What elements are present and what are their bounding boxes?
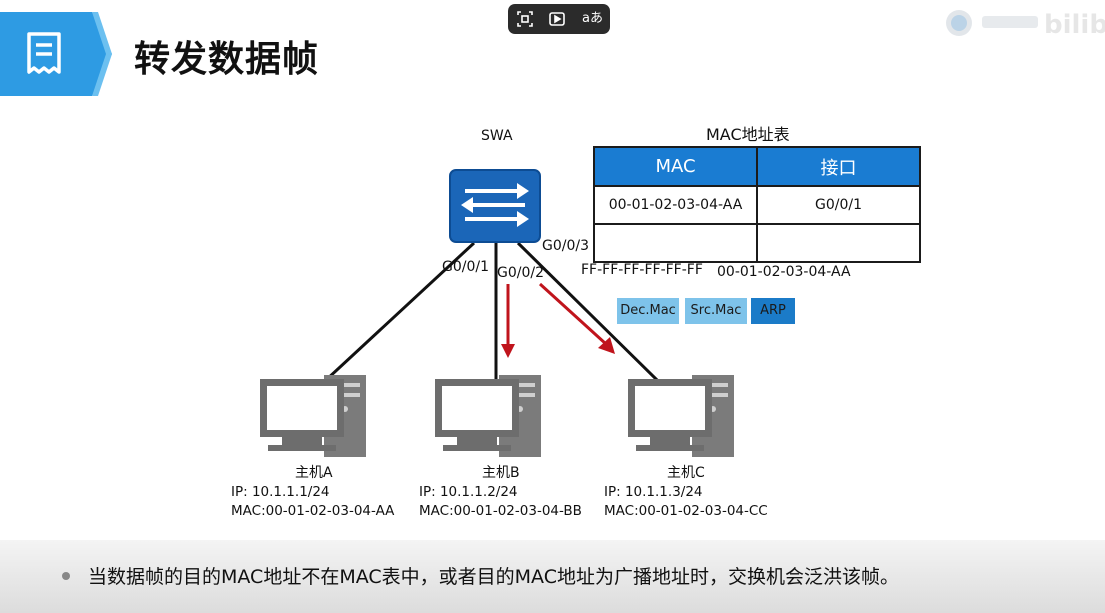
frame-field-src-mac: Src.Mac: [685, 298, 747, 324]
host-b-ip: IP: 10.1.1.2/24: [419, 484, 518, 500]
frame-src-mac: 00-01-02-03-04-AA: [717, 264, 851, 280]
mac-table: MAC 接口 00-01-02-03-04-AA G0/0/1: [593, 146, 921, 263]
channel-logo-icon: [946, 10, 972, 36]
mac-cell: 00-01-02-03-04-AA: [593, 185, 758, 225]
document-icon: [27, 32, 61, 74]
host-c-info: IP: 10.1.1.3/24 MAC:00-01-02-03-04-CC: [604, 483, 768, 521]
port-label-g002: G0/0/2: [497, 265, 545, 281]
frame-field-dest-mac: Dec.Mac: [617, 298, 679, 324]
host-a-ip: IP: 10.1.1.1/24: [231, 484, 330, 500]
banner-chevron: [92, 12, 112, 96]
page-title: 转发数据帧: [134, 39, 320, 80]
watermark-blur: [982, 16, 1038, 28]
host-c-mac: MAC:00-01-02-03-04-CC: [604, 503, 768, 519]
link-a: [323, 241, 476, 383]
arrow-to-b: [501, 284, 515, 358]
bullet-icon: [62, 572, 70, 580]
port-label-g003: G0/0/3: [542, 238, 590, 254]
port-cell: [756, 223, 921, 263]
host-a-info: IP: 10.1.1.1/24 MAC:00-01-02-03-04-AA: [231, 483, 394, 521]
host-b-mac: MAC:00-01-02-03-04-BB: [419, 503, 582, 519]
bottom-bar: [0, 540, 1105, 613]
watermark-text: bilib: [1044, 10, 1105, 40]
host-c-name: 主机C: [667, 465, 705, 481]
title-banner: [0, 12, 112, 96]
mac-cell: [593, 223, 758, 263]
port-label-g001: G0/0/1: [442, 259, 490, 275]
flooding-note: 当数据帧的目的MAC地址不在MAC表中，或者目的MAC地址为广播地址时，交换机会…: [88, 566, 899, 588]
link-c: [516, 241, 660, 383]
translate-icon[interactable]: aあ: [582, 11, 603, 26]
table-row: 00-01-02-03-04-AA G0/0/1: [593, 185, 921, 225]
floating-toolbar: aあ: [508, 4, 610, 34]
computer-icon: [628, 375, 734, 457]
table-row: [593, 223, 921, 263]
host-a-name: 主机A: [295, 465, 333, 481]
port-column-header: 接口: [756, 146, 921, 187]
host-c-ip: IP: 10.1.1.3/24: [604, 484, 703, 500]
computer-icon: [260, 375, 366, 457]
arrow-to-c: [538, 282, 615, 354]
frame-field-arp: ARP: [751, 298, 795, 324]
play-icon[interactable]: [548, 10, 566, 28]
port-cell: G0/0/1: [756, 185, 921, 225]
switch-icon: [449, 169, 541, 243]
switch-name: SWA: [481, 128, 513, 144]
mac-column-header: MAC: [593, 146, 758, 187]
screenshot-icon[interactable]: [516, 10, 534, 28]
mac-table-title: MAC地址表: [706, 125, 790, 144]
frame-dest-mac: FF-FF-FF-FF-FF-FF: [581, 262, 703, 278]
watermark: bilib: [944, 4, 1105, 44]
host-a-mac: MAC:00-01-02-03-04-AA: [231, 503, 395, 519]
host-b-info: IP: 10.1.1.2/24 MAC:00-01-02-03-04-BB: [419, 483, 582, 521]
host-b-name: 主机B: [482, 465, 520, 481]
computer-icon: [435, 375, 541, 457]
